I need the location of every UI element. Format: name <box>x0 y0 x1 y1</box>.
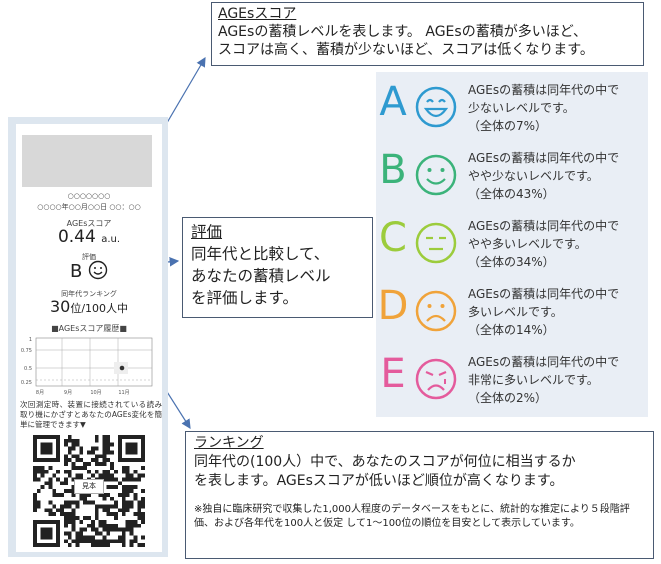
receipt-datetime: ○○○○年○○月○○日 ○○：○○ <box>37 203 141 211</box>
ranking-title: ランキング <box>194 435 264 451</box>
grade-c-line1: AGEsの蓄積は同年代の中で <box>468 219 620 233</box>
grade-a-line1: AGEsの蓄積は同年代の中で <box>468 83 620 97</box>
ranking-line1: 同年代の(100人）中で、あなたのスコアが何位に相当するか <box>194 454 576 470</box>
grade-b-row: B AGEsの蓄積は同年代の中で やや少ないレベルです。 （全体の43%） <box>376 141 648 209</box>
history-chart: 1 0.75 0.5 0.25 8月 9月 10月 11月 <box>21 337 153 396</box>
grade-d-row: D AGEsの蓄積は同年代の中で 多いレベルです。 （全体の14%） <box>376 277 648 345</box>
receipt-name: ○○○○○○○ <box>67 192 111 200</box>
grade-d-desc: AGEsの蓄積は同年代の中で 多いレベルです。 （全体の14%） <box>468 285 646 339</box>
grade-d-line2: 多いレベルです。 <box>468 305 563 319</box>
ranking-callout: ランキング 同年代の(100人）中で、あなたのスコアが何位に相当するか を表しま… <box>185 431 654 559</box>
grade-d-letter: D <box>377 283 409 329</box>
qr-code[interactable] <box>33 433 145 549</box>
ages-score-line1: AGEsの蓄積レベルを表します。 AGEsの蓄積が多いほど、 <box>218 24 587 40</box>
grade-e-desc: AGEsの蓄積は同年代の中で 非常に多いレベルです。 （全体の2%） <box>468 353 646 407</box>
grade-c-row: C AGEsの蓄積は同年代の中で やや多いレベルです。 （全体の34%） <box>376 209 648 277</box>
grade-d-line3: （全体の14%） <box>468 323 555 337</box>
qr-instructions: 次回測定時、装置に接続されている読み取り機にかざすとあなたのAGEs変化を簡単に… <box>20 400 162 429</box>
ages-score-line2: スコアは高く、蓄積が少ないほど、スコアは低くなります。 <box>218 42 594 58</box>
grade-legend <box>376 72 648 417</box>
ages-score-callout: AGEsスコア AGEsの蓄積レベルを表します。 AGEsの蓄積が多いほど、 ス… <box>211 2 644 66</box>
y-tick: 0.25 <box>21 380 32 386</box>
evaluation-line3: を評価します。 <box>191 289 298 307</box>
grade-e-letter: E <box>380 351 406 397</box>
evaluation-callout: 評価 同年代と比較して、 あなたの蓄積レベル を評価します。 <box>182 217 373 318</box>
grade-e-row: E AGEsの蓄積は同年代の中で 非常に多いレベルです。 （全体の2%） <box>376 345 648 413</box>
score-label: AGEsスコア <box>66 219 112 228</box>
score-value: 0.44 <box>57 227 96 247</box>
history-point <box>119 365 125 371</box>
score-unit: a.u. <box>101 234 121 245</box>
grade-b-letter: B <box>379 147 407 193</box>
photo-placeholder <box>22 135 152 187</box>
x-tick: 8月 <box>36 390 44 396</box>
evaluation-line1: 同年代と比較して、 <box>191 245 330 263</box>
grade-d-line1: AGEsの蓄積は同年代の中で <box>468 287 620 301</box>
ages-score-title: AGEsスコア <box>218 6 297 22</box>
sad-face-icon <box>415 290 457 332</box>
grade-a-desc: AGEsの蓄積は同年代の中で 少ないレベルです。 （全体の7%） <box>468 81 646 135</box>
ranking-line2: を表します。AGEsスコアが低いほど順位が高くなります。 <box>194 473 564 489</box>
rank-value: 30 <box>49 297 71 316</box>
neutral-face-icon <box>415 222 457 264</box>
grade-c-line2: やや多いレベルです。 <box>468 237 587 251</box>
eval-label: 評価 <box>82 253 96 261</box>
y-tick: 0.5 <box>24 366 32 372</box>
grade-e-line2: 非常に多いレベルです。 <box>468 373 599 387</box>
ranking-note: ※独自に臨床研究で収集した1,000人程度のデータベースをもとに、統計的な推定に… <box>194 504 630 529</box>
x-tick: 10月 <box>90 390 101 396</box>
grade-e-line3: （全体の2%） <box>468 391 548 405</box>
score-display: 0.44 a.u. <box>16 227 162 247</box>
y-tick: 1 <box>29 337 32 343</box>
evaluation-title: 評価 <box>191 223 223 241</box>
grade-c-line3: （全体の34%） <box>468 255 555 269</box>
grade-b-desc: AGEsの蓄積は同年代の中で やや少ないレベルです。 （全体の43%） <box>468 149 646 203</box>
very-sad-face-icon <box>415 358 457 400</box>
rank-suffix: 位/100人中 <box>70 302 129 315</box>
history-title: ■AGEsスコア履歴■ <box>51 324 127 333</box>
y-tick: 0.75 <box>21 348 32 354</box>
grade-row: B <box>16 260 162 282</box>
grade-a-row: A AGEsの蓄積は同年代の中で 少ないレベルです。 （全体の7%） <box>376 73 648 141</box>
grade-b-line3: （全体の43%） <box>468 187 555 201</box>
grade-b-line2: やや少ないレベルです。 <box>468 169 599 183</box>
evaluation-line2: あなたの蓄積レベル <box>191 267 331 285</box>
grade-e-line1: AGEsの蓄積は同年代の中で <box>468 355 620 369</box>
grade-b-line1: AGEsの蓄積は同年代の中で <box>468 151 620 165</box>
rank-label: 同年代ランキング <box>61 290 117 298</box>
very-happy-face-icon <box>415 86 457 128</box>
grade-c-desc: AGEsの蓄積は同年代の中で やや多いレベルです。 （全体の34%） <box>468 217 646 271</box>
grade-c-letter: C <box>379 215 407 261</box>
sample-label: 見本 <box>74 479 104 494</box>
grade-a-line2: 少ないレベルです。 <box>468 101 575 115</box>
rank-display: 30位/100人中 <box>16 297 162 316</box>
x-tick: 9月 <box>64 390 72 396</box>
happy-face-icon <box>415 154 457 196</box>
smiley-icon <box>88 260 108 280</box>
grade-letter: B <box>69 261 83 282</box>
x-tick: 11月 <box>118 390 129 396</box>
grade-a-line3: （全体の7%） <box>468 119 548 133</box>
grade-a-letter: A <box>379 79 407 125</box>
